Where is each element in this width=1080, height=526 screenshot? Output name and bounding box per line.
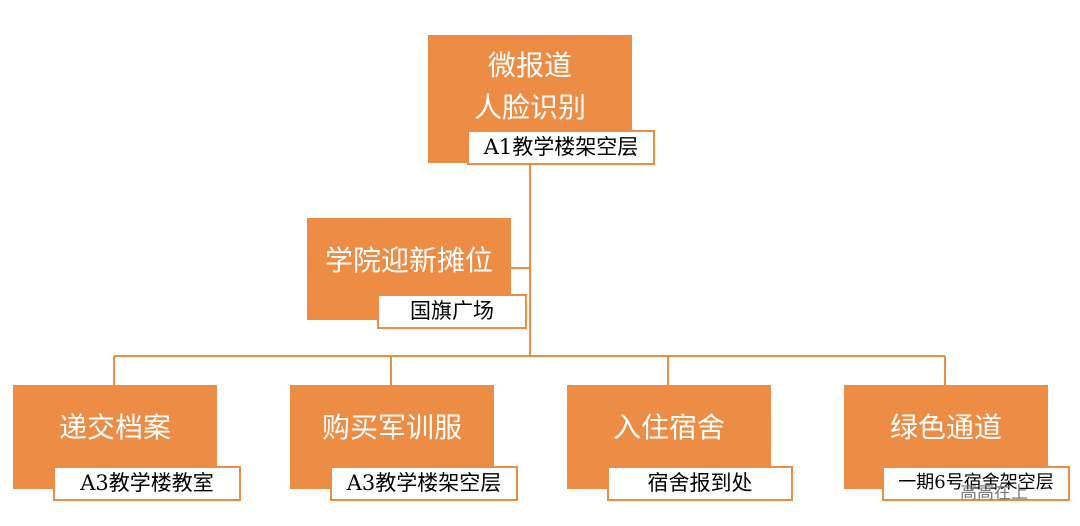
middle-location-label: 国旗广场 <box>377 294 527 329</box>
root-location-label: A1教学楼架空层 <box>467 130 655 165</box>
leaf-node-4-title: 绿色通道 <box>889 411 1002 444</box>
leaf-2-location-label: A3教学楼架空层 <box>330 466 518 501</box>
watermark-text: 高高在上 <box>960 483 1028 503</box>
leaf-1-location-label: A3教学楼教室 <box>53 466 241 501</box>
root-node-line1: 微报道 <box>487 49 572 82</box>
leaf-4-location-label: 一期6号宿舍架空层 <box>882 466 1070 501</box>
leaf-3-location-label: 宿舍报到处 <box>607 466 793 501</box>
root-node-line2: 人脸识别 <box>473 91 586 124</box>
middle-node-title: 学院迎新摊位 <box>324 244 493 277</box>
leaf-node-2-title: 购买军训服 <box>321 411 462 444</box>
leaf-node-3-title: 入住宿舍 <box>612 411 725 444</box>
leaf-node-1-title: 递交档案 <box>58 411 171 444</box>
